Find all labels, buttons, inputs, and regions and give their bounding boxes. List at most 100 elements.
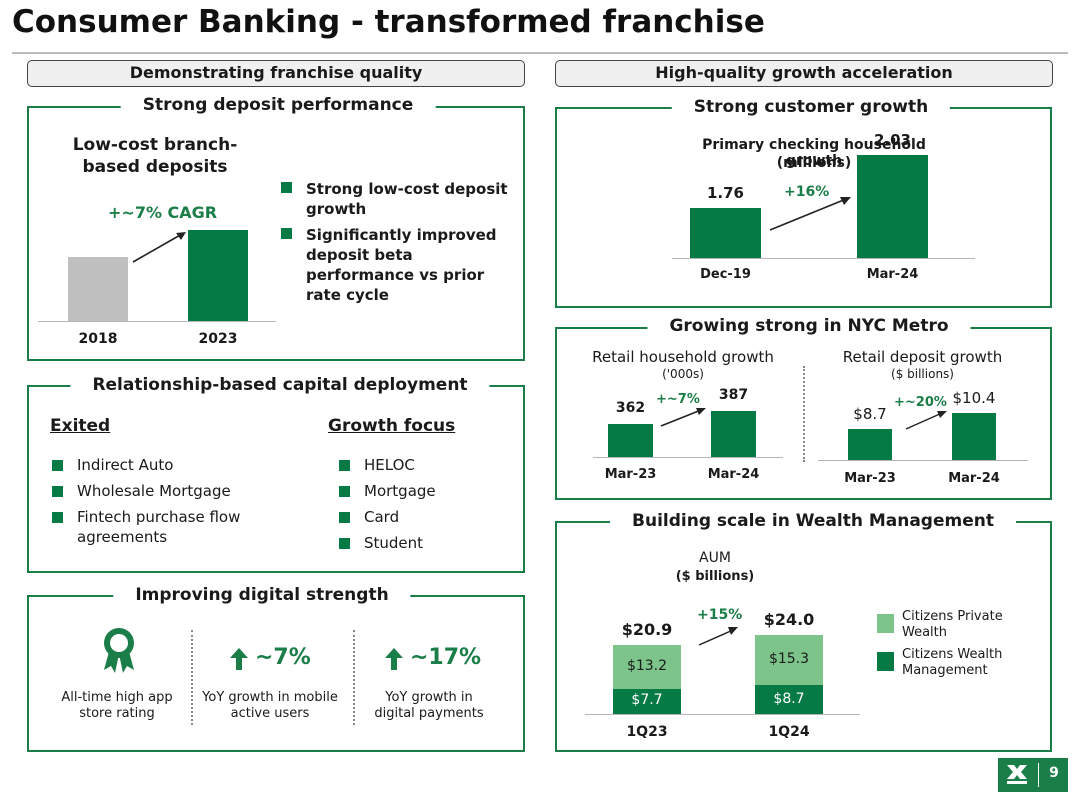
wealth-tick-1q23: 1Q23 (626, 724, 668, 740)
dotted-divider (191, 630, 193, 725)
deposit-tick-2018: 2018 (78, 331, 118, 347)
household-tick-mar23: Mar-23 (604, 467, 657, 482)
bullet-square (281, 228, 292, 239)
digital-panel-title: Improving digital strength (113, 585, 411, 605)
customer-growth-arrow (769, 197, 851, 231)
bullet-square (339, 460, 350, 471)
nyc-household-subtitle: ('000s) (662, 367, 704, 381)
deposit-cagr: +~7% CAGR (108, 203, 218, 222)
wealth-private-label-1q24: $15.3 (768, 651, 810, 668)
exited-item: Wholesale Mortgage (77, 482, 231, 500)
wealth-growth: +15% (697, 607, 743, 623)
digital-metric-2: ~7% (230, 645, 311, 675)
deposit-bullet-2: Significantly improved deposit beta perf… (306, 226, 497, 304)
wealth-management-bar-1q24 (755, 685, 823, 714)
customer-axis (672, 258, 975, 259)
deposit-panel-title: Strong deposit performance (120, 95, 436, 115)
customer-value-dec19: 1.76 (706, 183, 744, 202)
deposit-bar-2023 (188, 230, 248, 321)
wealth-total-1q23: $20.9 (621, 620, 673, 640)
growth-focus-heading: Growth focus (328, 416, 456, 436)
household-tick-mar24: Mar-24 (707, 467, 760, 482)
wealth-chart-title: AUM (699, 550, 731, 566)
household-value-mar24: 387 (718, 386, 749, 403)
wealth-management-label-1q23: $7.7 (631, 692, 663, 709)
nyc-deposit-growth-arrow (905, 411, 947, 430)
household-bar-mar24 (711, 410, 756, 457)
household-axis (593, 457, 783, 458)
wealth-private-bar-1q24 (755, 634, 823, 686)
wealth-tick-1q24: 1Q24 (768, 724, 810, 740)
bullet-square (339, 486, 350, 497)
wealth-chart-subtitle: ($ billions) (675, 569, 755, 584)
bullet-square (52, 486, 63, 497)
left-section-header: Demonstrating franchise quality (27, 60, 525, 87)
deposit-chart-title: Low-cost branch-based deposits (72, 135, 238, 177)
exited-heading: Exited (50, 416, 111, 436)
customer-tick-mar24: Mar-24 (866, 267, 919, 282)
household-bar-mar23 (608, 424, 653, 457)
customer-bar-mar24 (857, 155, 928, 258)
wealth-axis (585, 714, 860, 715)
wealth-private-label-1q23: $13.2 (626, 657, 668, 674)
wealth-management-label-1q24: $8.7 (773, 690, 805, 707)
nyc-household-title: Retail household growth (592, 348, 774, 366)
exited-item: Indirect Auto (77, 456, 174, 474)
nyc-deposit-tick-mar24: Mar-24 (948, 471, 1000, 486)
exited-item: Fintech purchase flow agreements (77, 508, 241, 546)
nyc-deposit-value-mar23: $8.7 (853, 405, 887, 424)
digital-caption-3: YoY growth in digital payments (374, 690, 484, 721)
digital-metric-3: ~17% (385, 645, 485, 675)
nyc-deposit-bar-mar23 (848, 429, 892, 460)
wealth-management-bar-1q23 (613, 688, 681, 714)
household-growth: +~7% (656, 392, 700, 407)
up-arrow-icon (230, 648, 248, 670)
customer-chart-title: Primary checking household growth (702, 137, 926, 169)
deposit-tick-2023: 2023 (198, 331, 238, 347)
page-title: Consumer Banking - transformed franchise (12, 4, 765, 40)
bullet-square (339, 538, 350, 549)
deposit-axis (38, 321, 276, 322)
customer-panel-title: Strong customer growth (671, 97, 951, 117)
nyc-panel-title: Growing strong in NYC Metro (647, 316, 971, 336)
customer-chart-subtitle: (millions) (776, 155, 852, 171)
nyc-deposit-axis (818, 460, 1028, 461)
growth-item: Card (364, 508, 400, 526)
nyc-deposit-value-mar24: $10.4 (952, 388, 996, 407)
wealth-growth-arrow (698, 627, 738, 646)
up-arrow-icon (385, 648, 403, 670)
wealth-total-1q24: $24.0 (763, 609, 815, 629)
dotted-divider (803, 366, 805, 462)
growth-item: Student (364, 534, 424, 552)
legend-swatch-private-wealth (877, 614, 894, 633)
digital-caption-2: YoY growth in mobile active users (202, 690, 338, 721)
deposit-bar-2018 (68, 257, 128, 321)
bullet-square (52, 460, 63, 471)
wealth-private-bar-1q23 (613, 645, 681, 689)
household-value-mar23: 362 (615, 400, 646, 417)
award-ribbon-icon (104, 628, 134, 673)
citizens-logo-icon (1007, 765, 1027, 784)
title-divider (12, 52, 1068, 54)
wealth-panel-title: Building scale in Wealth Management (610, 511, 1016, 531)
legend-label-wealth-management: Citizens Wealth Management (902, 647, 1003, 678)
nyc-deposit-tick-mar23: Mar-23 (844, 471, 896, 486)
growth-item: Mortgage (364, 482, 436, 500)
capital-panel-title: Relationship-based capital deployment (70, 375, 490, 395)
legend-label-private-wealth: Citizens Private Wealth (902, 609, 1003, 640)
household-growth-arrow (660, 408, 706, 427)
page-number: 9 (1049, 765, 1059, 781)
customer-bar-dec19 (690, 207, 761, 258)
bullet-square (281, 182, 292, 193)
deposit-bullet-1: Strong low-cost deposit growth (306, 180, 508, 218)
brand-footer-badge (998, 758, 1068, 792)
dotted-divider (353, 630, 355, 725)
footer-separator (1038, 763, 1039, 787)
digital-value-2: ~7% (255, 645, 311, 670)
legend-swatch-wealth-management (877, 652, 894, 671)
bullet-square (339, 512, 350, 523)
nyc-deposit-bar-mar24 (952, 412, 996, 460)
nyc-deposit-title: Retail deposit growth (842, 348, 1003, 366)
digital-caption-1: All-time high app store rating (61, 690, 173, 721)
growth-item: HELOC (364, 456, 415, 474)
